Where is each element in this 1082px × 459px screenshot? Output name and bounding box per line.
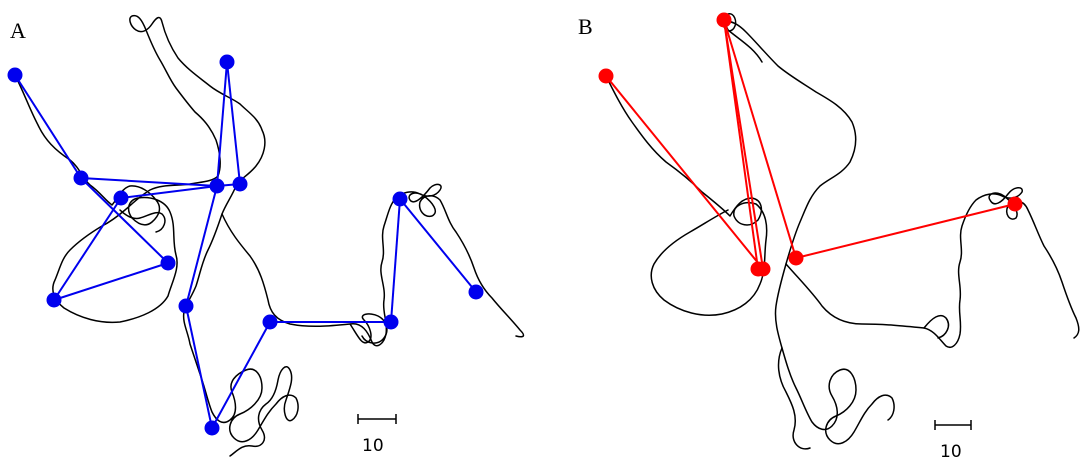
- segment-line: [795, 203, 1016, 259]
- segment-point: [7, 67, 23, 83]
- panel-a-track-2: [221, 183, 525, 347]
- panel-b-label: B: [578, 14, 593, 39]
- segment-line: [723, 19, 764, 270]
- segment-point: [383, 314, 399, 330]
- segment-line: [14, 74, 82, 179]
- segment-point: [1007, 196, 1023, 212]
- segment-point: [468, 284, 484, 300]
- panel-b-points: [598, 12, 1023, 277]
- panel-b-track-3: [785, 187, 1080, 348]
- segment-line: [211, 321, 271, 429]
- panel-a-track: [14, 14, 299, 457]
- panel-b-track-5: [727, 29, 763, 63]
- segment-point: [219, 54, 235, 70]
- segment-point: [160, 255, 176, 271]
- segment-line: [226, 61, 241, 185]
- segment-point: [73, 170, 89, 186]
- segment-line: [53, 262, 169, 301]
- panel-b-track-4: [923, 314, 950, 339]
- segment-point: [232, 176, 248, 192]
- segment-line: [53, 197, 122, 301]
- segment-line: [390, 198, 401, 323]
- segment-line: [399, 198, 477, 293]
- segment-point: [716, 12, 732, 28]
- panel-b-track-2: [722, 13, 895, 445]
- segment-point: [598, 68, 614, 84]
- segment-line: [185, 305, 213, 429]
- segment-point: [262, 314, 278, 330]
- segment-point: [755, 261, 771, 277]
- panel-b-track: [605, 75, 768, 316]
- panel-a: A 10: [7, 14, 525, 457]
- panel-b-segments: [605, 19, 1016, 270]
- panel-b: B 10: [578, 12, 1080, 459]
- panel-a-segments: [14, 61, 477, 429]
- panel-a-scale-label: 10: [362, 436, 384, 456]
- panel-b-scale-label: 10: [940, 442, 962, 459]
- panel-a-scale-bar: 10: [357, 414, 397, 456]
- segment-point: [46, 292, 62, 308]
- segment-point: [204, 420, 220, 436]
- panel-a-track-4: [119, 209, 166, 233]
- panel-a-track-3: [349, 313, 388, 344]
- segment-line: [120, 185, 218, 199]
- segment-line: [185, 185, 218, 307]
- segment-line: [80, 177, 169, 264]
- panel-a-points: [7, 54, 484, 436]
- segment-line: [723, 19, 797, 259]
- segment-point: [788, 250, 804, 266]
- segment-line: [80, 177, 218, 187]
- segment-point: [209, 178, 225, 194]
- panel-b-scale-bar: 10: [934, 420, 972, 459]
- segment-point: [178, 298, 194, 314]
- segment-line: [605, 75, 764, 270]
- panel-a-label: A: [10, 18, 26, 43]
- segment-point: [113, 190, 129, 206]
- segment-line: [216, 61, 228, 187]
- segment-point: [392, 191, 408, 207]
- panel-b-track-6: [777, 347, 811, 450]
